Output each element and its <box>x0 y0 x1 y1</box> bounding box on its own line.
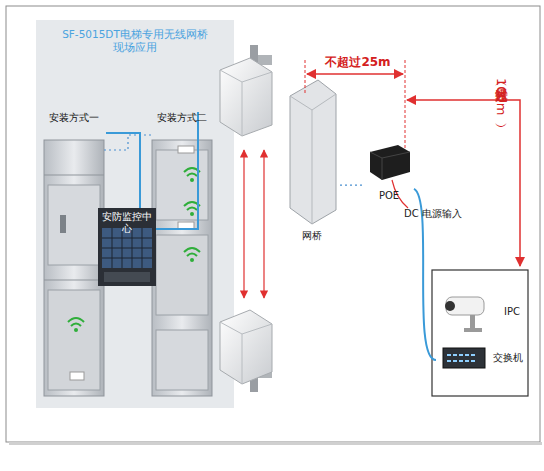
fiber-label: 光纤（超过100m） <box>489 78 509 115</box>
left-panel <box>36 20 234 408</box>
node-text: POE <box>379 190 399 202</box>
dimension-label: 不超过25m <box>318 55 398 69</box>
elevator-shaft-1 <box>44 140 104 396</box>
equipment-box <box>432 270 528 396</box>
node-text: IPC <box>504 306 520 318</box>
monitor-center: 安防监控中心 <box>98 208 156 286</box>
frame <box>6 6 540 442</box>
signal-arrow <box>263 150 264 298</box>
power-label: DC 电源输入 <box>398 208 468 220</box>
dimension-line <box>405 60 406 148</box>
dimension-line <box>305 60 306 95</box>
node-text: 安装方式二 <box>157 112 207 124</box>
wireless-bridge: 网桥 <box>283 72 340 242</box>
network-switch: 交换机 <box>436 340 526 376</box>
node-text: 网桥 <box>302 230 322 242</box>
elevator-shaft-2 <box>152 140 212 396</box>
poe-injector <box>370 145 410 180</box>
camera-icon <box>445 297 484 332</box>
dotted-link <box>340 185 364 186</box>
poe-injector: POE <box>364 142 414 202</box>
bridge-panel <box>290 80 336 224</box>
dotted-link <box>104 135 152 150</box>
dimension-arrow <box>307 73 403 75</box>
monitor-wall <box>98 208 156 286</box>
diagram-title: SF-5015DT电梯专用无线网桥 现场应用 <box>58 28 212 53</box>
node-text: 安防监控中心 <box>98 211 156 235</box>
frame-shadow <box>9 442 542 445</box>
elevator-shaft: 安装方式一 <box>42 112 106 398</box>
cable <box>106 133 140 208</box>
node-text: 安装方式一 <box>49 112 99 124</box>
ip-camera: IPC <box>436 288 526 336</box>
switch-icon <box>443 348 485 368</box>
bridge-device-top <box>220 45 272 136</box>
signal-arrow <box>243 150 244 298</box>
elevator-shaft: 安装方式二 <box>150 112 214 398</box>
cable <box>156 112 198 229</box>
node-text: 交换机 <box>493 352 523 364</box>
bridge-device-bottom <box>220 310 272 392</box>
